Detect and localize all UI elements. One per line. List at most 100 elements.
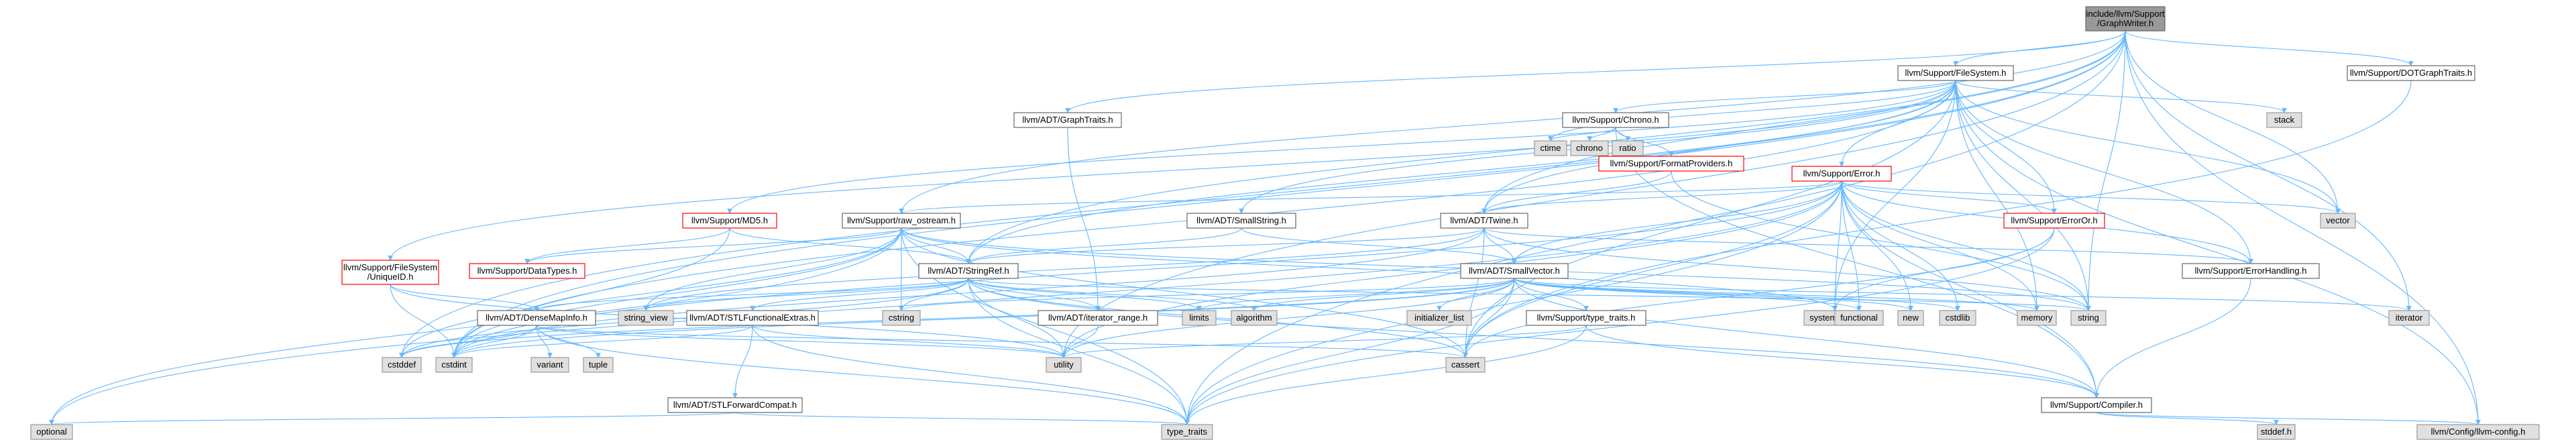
node-erroror[interactable]: llvm/Support/ErrorOr.h <box>2003 213 2105 229</box>
node-uniqueid[interactable]: llvm/Support/FileSystem/UniqueID.h <box>341 260 439 285</box>
node-label-stringref: llvm/ADT/StringRef.h <box>928 266 1009 276</box>
node-string_view: string_view <box>618 310 674 326</box>
node-ratio: ratio <box>1612 140 1644 156</box>
edge-stringref-to-cstring <box>899 278 969 311</box>
node-label-memory: memory <box>2021 313 2053 323</box>
edge-densemapinfo-to-utility <box>536 325 1066 358</box>
node-type_traits_h[interactable]: llvm/Support/type_traits.h <box>1526 310 1646 326</box>
edge-twine-to-stringref <box>966 227 1485 264</box>
edge-smallvector-to-type_traits_h <box>1514 278 1589 311</box>
node-label-type_traits: type_traits <box>1167 427 1207 437</box>
node-smallstring[interactable]: llvm/ADT/SmallString.h <box>1186 213 1296 229</box>
node-raw_ostream[interactable]: llvm/Support/raw_ostream.h <box>842 213 961 229</box>
node-filesystem[interactable]: llvm/Support/FileSystem.h <box>1897 65 2014 81</box>
node-iterator_range[interactable]: llvm/ADT/iterator_range.h <box>1038 310 1158 326</box>
edge-filesystem-to-cassert <box>1463 80 1956 358</box>
edge-type_traits_h-to-compiler <box>1585 325 2099 398</box>
node-datatypes[interactable]: llvm/Support/DataTypes.h <box>469 263 585 279</box>
node-md5[interactable]: llvm/Support/MD5.h <box>682 213 777 229</box>
edge-smallvector-to-type_traits <box>1184 278 1515 425</box>
node-errorhandling[interactable]: llvm/Support/ErrorHandling.h <box>2182 263 2320 279</box>
edge-root-to-config <box>2125 30 2481 425</box>
node-chrono: chrono <box>1570 140 1609 156</box>
edge-filesystem-to-stringref <box>966 80 1956 264</box>
edge-smallvector-to-cstring <box>899 278 1515 311</box>
node-label-config: llvm/Config/llvm-config.h <box>2431 427 2526 437</box>
node-compiler[interactable]: llvm/Support/Compiler.h <box>2041 397 2152 413</box>
node-box-stringref <box>918 263 1019 279</box>
node-optional: optional <box>30 424 73 440</box>
node-box-stack <box>2266 112 2302 128</box>
node-chrono_h[interactable]: llvm/Support/Chrono.h <box>1562 112 1669 128</box>
edge-raw_ostream-to-datatypes <box>524 227 902 264</box>
edge-error_h-to-utility <box>1061 180 1842 358</box>
edge-densemapinfo-to-variant <box>536 325 553 358</box>
node-label-graphtraits: llvm/ADT/GraphTraits.h <box>1022 115 1113 125</box>
node-cstdint: cstdint <box>435 357 473 373</box>
node-box-graphtraits <box>1013 112 1122 128</box>
node-box-ratio <box>1612 140 1644 156</box>
node-stringref[interactable]: llvm/ADT/StringRef.h <box>918 263 1019 279</box>
node-box-ctime <box>1534 140 1567 156</box>
node-graphtraits[interactable]: llvm/ADT/GraphTraits.h <box>1013 112 1122 128</box>
node-label-string_view: string_view <box>624 313 668 323</box>
node-label-twine: llvm/ADT/Twine.h <box>1450 215 1518 225</box>
node-error_h[interactable]: llvm/Support/Error.h <box>1791 166 1892 182</box>
edge-filesystem-to-ctime <box>1548 80 1956 142</box>
node-box-raw_ostream <box>842 213 961 229</box>
edge-layer <box>49 30 2481 425</box>
node-smallvector[interactable]: llvm/ADT/SmallVector.h <box>1460 263 1569 279</box>
node-twine[interactable]: llvm/ADT/Twine.h <box>1440 213 1528 229</box>
node-box-string_view <box>618 310 674 326</box>
edge-root-to-type_traits <box>1184 30 2126 425</box>
edge-error_h-to-string <box>1841 180 2091 311</box>
edge-filesystem-to-stack <box>1955 80 2287 113</box>
edge-uniqueid-to-cstdint <box>390 284 457 358</box>
node-label-cstddef: cstddef <box>388 360 416 370</box>
node-densemapinfo[interactable]: llvm/ADT/DenseMapInfo.h <box>477 310 596 326</box>
edge-type_traits_h-to-utility <box>1061 325 1587 358</box>
node-label-root: /GraphWriter.h <box>2097 18 2153 28</box>
edge-error_h-to-cstdint <box>451 180 1842 358</box>
node-box-densemapinfo <box>477 310 596 326</box>
edge-error_h-to-system_error <box>1832 180 1842 311</box>
edge-smallvector-to-cassert <box>1463 278 1515 358</box>
node-label-algorithm: algorithm <box>1236 313 1272 323</box>
node-label-smallstring: llvm/ADT/SmallString.h <box>1196 215 1286 225</box>
node-vector: vector <box>2320 213 2356 229</box>
node-cassert: cassert <box>1445 357 1486 373</box>
edge-uniqueid-to-densemapinfo <box>390 284 539 311</box>
edge-stringref-to-string_view <box>643 278 969 311</box>
node-label-densemapinfo: llvm/ADT/DenseMapInfo.h <box>486 313 587 323</box>
node-box-chrono_h <box>1562 112 1669 128</box>
edge-root-to-twine <box>1481 30 2126 214</box>
node-formatproviders[interactable]: llvm/Support/FormatProviders.h <box>1598 156 1744 172</box>
edge-graphtraits-to-iterator_range <box>1067 127 1101 311</box>
edge-formatproviders-to-string <box>1671 170 2091 311</box>
node-label-stlforward: llvm/ADT/STLForwardCompat.h <box>673 400 797 410</box>
node-label-chrono: chrono <box>1576 143 1603 153</box>
node-stlforward[interactable]: llvm/ADT/STLForwardCompat.h <box>667 397 803 413</box>
node-box-functional <box>1834 310 1884 326</box>
edge-stringref-to-algorithm <box>968 278 1257 311</box>
node-root[interactable]: include/llvm/Support/GraphWriter.h <box>2085 6 2166 32</box>
node-box-variant <box>530 357 569 373</box>
edge-twine-to-smallvector <box>1483 227 1517 264</box>
edge-filesystem-to-md5 <box>727 80 1956 214</box>
edge-root-to-vector <box>2125 30 2341 214</box>
edge-smallvector-to-limits <box>1196 278 1515 311</box>
edge-raw_ostream-to-stringref <box>901 227 971 264</box>
node-dotgraphtraits[interactable]: llvm/Support/DOTGraphTraits.h <box>2347 65 2475 81</box>
node-box-type_traits_h <box>1526 310 1646 326</box>
node-label-optional: optional <box>36 427 67 437</box>
edge-smallvector-to-iterator <box>1514 278 2412 311</box>
node-stlfunctional[interactable]: llvm/ADT/STLFunctionalExtras.h <box>686 310 819 326</box>
edge-root-to-utility <box>1061 30 2126 358</box>
node-functional: functional <box>1834 310 1884 326</box>
edge-twine-to-string <box>1483 227 2091 311</box>
edge-stringref-to-cassert <box>968 278 1468 358</box>
edge-filesystem-to-uniqueid <box>388 80 1956 261</box>
node-iterator: iterator <box>2388 310 2430 326</box>
edge-chrono_h-to-chrono <box>1587 127 1616 142</box>
